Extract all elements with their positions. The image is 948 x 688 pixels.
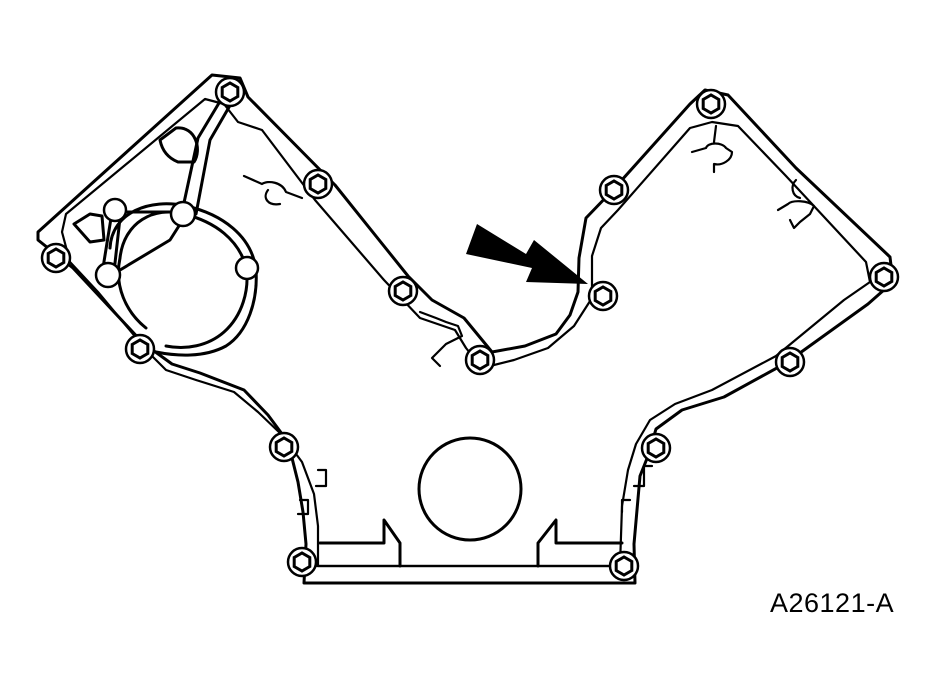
water-passage-tube bbox=[180, 96, 234, 216]
coolant-port-lower bbox=[72, 212, 106, 244]
passage-boss-4 bbox=[234, 255, 260, 281]
hex-bolt-icon bbox=[701, 93, 721, 115]
water-pump-housing bbox=[116, 210, 249, 349]
passage-boss-2 bbox=[169, 200, 197, 228]
dowel-boss-right-bottom bbox=[776, 178, 816, 230]
hex-bolt-icon bbox=[292, 551, 312, 573]
passage-boss-1 bbox=[102, 197, 128, 223]
bolt-group bbox=[40, 76, 900, 582]
hex-bolt-icon bbox=[393, 280, 413, 302]
gasket-groove bbox=[60, 97, 872, 568]
hex-bolt-icon bbox=[646, 437, 666, 459]
hex-bolt-icon bbox=[46, 247, 66, 269]
hex-bolt-icon bbox=[130, 338, 150, 360]
dowel-boss-left bbox=[242, 174, 304, 206]
coolant-port-upper bbox=[158, 126, 199, 164]
passage-boss-3 bbox=[94, 261, 122, 289]
edge-notch-right bbox=[620, 464, 654, 514]
hex-bolt-icon bbox=[874, 266, 894, 288]
hex-bolt-icon bbox=[614, 555, 634, 577]
dowel-boss-right-top bbox=[690, 124, 734, 174]
figure-reference-id: A26121-A bbox=[770, 588, 895, 618]
hex-bolt-icon bbox=[604, 179, 624, 201]
bottom-flange bbox=[318, 518, 624, 568]
arrow-icon bbox=[466, 224, 588, 284]
center-notch bbox=[418, 310, 464, 368]
hex-bolt-icon bbox=[308, 173, 328, 195]
hex-bolt-icon bbox=[780, 351, 800, 373]
edge-notch-left bbox=[296, 468, 328, 516]
hex-bolt-icon bbox=[470, 349, 490, 371]
hex-bolt-icon bbox=[220, 81, 240, 103]
crankshaft-seal-bore bbox=[417, 436, 523, 542]
hex-bolt-icon bbox=[593, 285, 613, 307]
cover-outline bbox=[36, 73, 895, 585]
hex-bolt-icon bbox=[274, 436, 294, 458]
